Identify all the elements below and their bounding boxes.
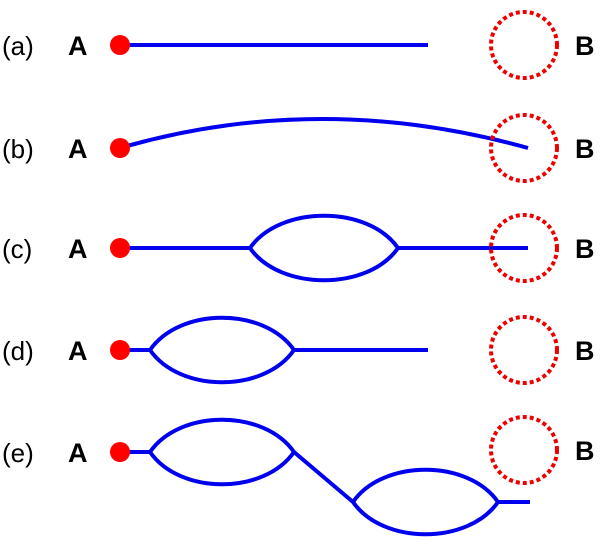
row-label-e: (e) bbox=[2, 438, 34, 468]
point-b-label: B bbox=[575, 134, 595, 164]
start-point bbox=[110, 442, 130, 462]
point-a-label: A bbox=[68, 31, 88, 61]
target-circle bbox=[489, 113, 559, 183]
point-a-label: A bbox=[68, 234, 88, 264]
point-b-label: B bbox=[575, 234, 595, 264]
row-label-c: (c) bbox=[2, 234, 32, 264]
start-point bbox=[110, 35, 130, 55]
row-e: (e) A B bbox=[2, 415, 595, 537]
point-b-label: B bbox=[575, 336, 595, 366]
row-c: (c) A B bbox=[2, 213, 595, 283]
row-label-d: (d) bbox=[2, 336, 34, 366]
start-point bbox=[110, 340, 130, 360]
point-b-label: B bbox=[575, 436, 595, 466]
row-d: (d) A B bbox=[2, 315, 595, 385]
point-a-label: A bbox=[68, 336, 88, 366]
row-a: (a) A B bbox=[2, 10, 595, 80]
path-arc bbox=[119, 117, 529, 150]
row-label-b: (b) bbox=[2, 134, 34, 164]
path-line-with-loop bbox=[120, 315, 428, 385]
row-b: (b) A B bbox=[2, 113, 595, 183]
target-circle bbox=[489, 213, 559, 283]
start-point bbox=[110, 238, 130, 258]
point-a-label: A bbox=[68, 438, 88, 468]
point-a-label: A bbox=[68, 134, 88, 164]
path-line-with-loop bbox=[120, 213, 528, 283]
target-circle bbox=[489, 315, 559, 385]
path-line-with-loops bbox=[120, 417, 530, 537]
target-circle bbox=[489, 415, 559, 485]
row-label-a: (a) bbox=[2, 31, 34, 61]
target-circle bbox=[489, 10, 559, 80]
point-b-label: B bbox=[575, 31, 595, 61]
start-point bbox=[110, 138, 130, 158]
